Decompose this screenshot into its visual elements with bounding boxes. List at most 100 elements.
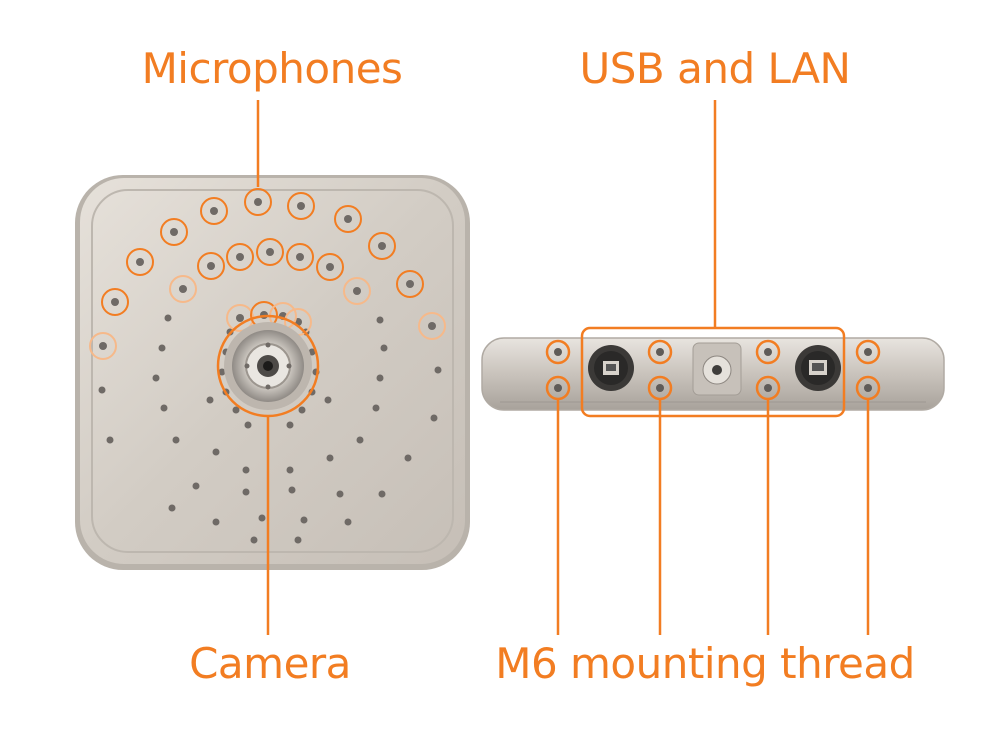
m6-thread-highlight-circle [545, 339, 571, 365]
microphone-hole [250, 536, 258, 544]
microphone-hole [212, 448, 220, 456]
m6-thread-hole [864, 384, 872, 392]
microphone-hole [210, 207, 218, 215]
microphone-hole [164, 314, 172, 322]
m6-thread-hole [554, 348, 562, 356]
leader-lines [256, 100, 870, 635]
microphone-hole [207, 262, 215, 270]
microphone-hole [297, 202, 305, 210]
microphone-highlight-circle [244, 188, 272, 216]
m6-thread-hole [656, 384, 664, 392]
dc-power-jack-icon [692, 342, 742, 396]
microphone-hole [324, 396, 332, 404]
microphone-hole [378, 490, 386, 498]
microphone-hole [232, 406, 240, 414]
microphone-hole [406, 280, 414, 288]
microphone-highlight-circle [226, 243, 254, 271]
microphone-hole [353, 287, 361, 295]
microphone-hole [136, 258, 144, 266]
microphone-hole [168, 504, 176, 512]
microphone-hole [286, 466, 294, 474]
microphone-hole [430, 414, 438, 422]
microphone-hole [326, 263, 334, 271]
microphone-hole [172, 436, 180, 444]
microphone-hole [236, 253, 244, 261]
microphone-highlight-circle [101, 288, 129, 316]
microphone-hole [242, 488, 250, 496]
microphone-hole [242, 466, 250, 474]
microphones-label: Microphones [141, 44, 403, 93]
usb-lan-highlight-box [580, 326, 846, 418]
microphone-highlight-circle [368, 232, 396, 260]
microphone-hole [344, 215, 352, 223]
microphone-highlight-circle [126, 248, 154, 276]
microphone-hole [158, 344, 166, 352]
microphone-hole [404, 454, 412, 462]
microphone-hole [111, 298, 119, 306]
microphone-hole [152, 374, 160, 382]
microphone-hole [192, 482, 200, 490]
microphone-highlight-circle [169, 275, 197, 303]
microphone-highlight-circle [343, 277, 371, 305]
usb-b-port-icon [588, 345, 634, 391]
microphone-hole [106, 436, 114, 444]
microphone-hole [266, 248, 274, 256]
microphone-hole [428, 322, 436, 330]
microphone-holes [98, 198, 442, 544]
microphone-hole [244, 421, 252, 429]
microphone-highlight-circle [197, 252, 225, 280]
m6-thread-hole [554, 384, 562, 392]
m6-mounting-threads [545, 339, 881, 401]
microphone-hole [206, 396, 214, 404]
microphone-hole [254, 198, 262, 206]
microphone-hole [236, 314, 244, 322]
microphone-highlight-circle [287, 192, 315, 220]
microphone-hole [356, 436, 364, 444]
microphone-hole [376, 316, 384, 324]
camera-lens [224, 322, 312, 410]
usb-lan-label: USB and LAN [579, 44, 851, 93]
microphone-hole [296, 253, 304, 261]
camera-label: Camera [189, 639, 351, 688]
microphone-highlight-circle [89, 332, 117, 360]
microphone-hole [286, 421, 294, 429]
microphone-highlight-circle [160, 218, 188, 246]
microphone-hole [212, 518, 220, 526]
m6-thread-hole [864, 348, 872, 356]
microphone-hole [434, 366, 442, 374]
microphone-hole [160, 404, 168, 412]
m6-thread-hole [764, 348, 772, 356]
microphone-hole [380, 344, 388, 352]
m6-thread-hole [656, 348, 664, 356]
microphone-highlight-circle [316, 253, 344, 281]
microphone-hole [218, 368, 226, 376]
m6-thread-highlight-circle [647, 339, 673, 365]
microphone-hole [99, 342, 107, 350]
microphone-hole [258, 514, 266, 522]
microphone-hole [344, 518, 352, 526]
m6-thread-highlight-circle [755, 339, 781, 365]
microphone-highlight-circle [334, 205, 362, 233]
microphone-highlight-circle [286, 243, 314, 271]
microphone-highlight-circle [396, 270, 424, 298]
microphone-hole [378, 242, 386, 250]
microphone-hole [372, 404, 380, 412]
microphone-hole [298, 406, 306, 414]
microphone-hole [300, 516, 308, 524]
microphone-hole [336, 490, 344, 498]
m6-thread-highlight-circle [855, 339, 881, 365]
microphone-hole [294, 536, 302, 544]
microphone-hole [179, 285, 187, 293]
microphone-hole [170, 228, 178, 236]
microphone-highlight-circle [418, 312, 446, 340]
microphone-hole [288, 486, 296, 494]
rj45-port-icon [795, 345, 841, 391]
m6-thread-hole [764, 384, 772, 392]
microphone-hole [98, 386, 106, 394]
microphone-highlight-circle [200, 197, 228, 225]
m6-mounting-thread-label: M6 mounting thread [495, 639, 915, 688]
microphone-hole [376, 374, 384, 382]
microphone-hole [326, 454, 334, 462]
microphone-highlight-circle [256, 238, 284, 266]
